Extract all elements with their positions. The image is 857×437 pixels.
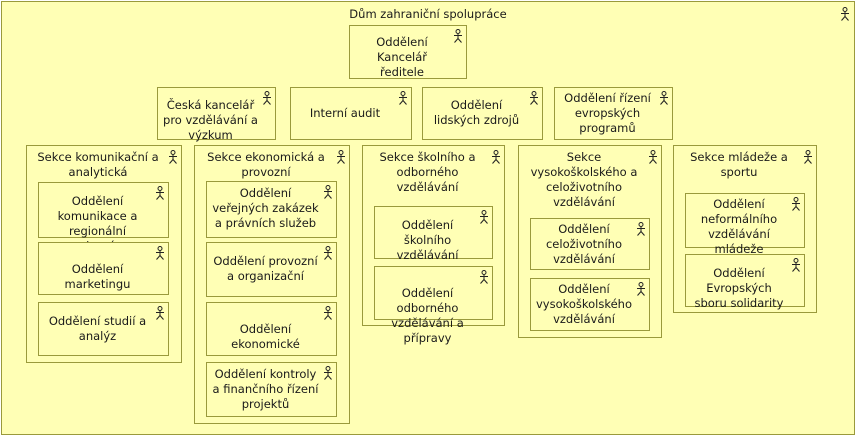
actor-icon [323,306,333,320]
eu-programs-label: Oddělení řízení evropských programů [564,91,651,135]
unit-label: Oddělení veřejných zakázek a právních sl… [212,186,319,230]
section-youth-label: Sekce mládeže a sportu [690,150,788,179]
internal-audit-box[interactable]: Interní audit [290,87,412,140]
actor-icon [479,210,489,224]
unit-lifelong[interactable]: Oddělení celoživotního vzdělávání [530,218,650,270]
unit-economic[interactable]: Oddělení ekonomické [206,302,337,356]
unit-vocational[interactable]: Oddělení odborného vzdělávání a přípravy [374,266,493,345]
unit-label: Oddělení neformálního vzdělávání mládeže [700,197,778,256]
office-director-label: Oddělení Kancelář ředitele [376,35,428,79]
actor-icon [262,91,272,105]
internal-audit-label: Interní audit [309,106,381,120]
unit-label: Oddělení ekonomické [231,322,300,351]
hr-label: Oddělení lidských zdrojů [433,98,520,127]
actor-icon [491,150,501,164]
root-label: Dům zahraniční spolupráce [349,7,507,21]
unit-control[interactable]: Oddělení kontroly a finančního řízení pr… [206,362,337,417]
actor-icon [336,150,346,164]
unit-label: Oddělení kontroly a finančního řízení pr… [212,367,319,411]
unit-marketing[interactable]: Oddělení marketingu [38,242,169,295]
unit-operations[interactable]: Oddělení provozní a organizační [206,242,337,297]
czech-office-label: Česká kancelář pro vzdělávání a výzkum [163,98,258,142]
eu-programs-box[interactable]: Oddělení řízení evropských programů [554,87,673,140]
unit-label: Oddělení školního vzdělávání [396,218,459,262]
actor-icon [791,197,801,211]
actor-icon [155,186,165,200]
unit-communication[interactable]: Oddělení komunikace a regionální spolupr… [38,182,169,253]
actor-icon [659,91,669,105]
actor-icon [323,366,333,380]
actor-icon [453,29,463,43]
office-director-box[interactable]: Oddělení Kancelář ředitele [349,25,467,79]
actor-icon [636,222,646,236]
unit-label: Oddělení marketingu [64,262,131,291]
section-school-label: Sekce školního a odborného vzdělávání [379,150,476,194]
unit-nonformal[interactable]: Oddělení neformálního vzdělávání mládeže [685,193,805,256]
actor-icon [323,185,333,199]
section-higher-label: Sekce vysokoškolského a celoživotního vz… [530,150,638,209]
unit-label: Oddělení vysokoškolského vzdělávání [535,282,633,326]
actor-icon [529,91,539,105]
actor-icon [803,150,813,164]
actor-icon [479,270,489,284]
actor-icon [168,150,178,164]
unit-studies[interactable]: Oddělení studií a analýz [38,302,169,356]
actor-icon [398,91,408,105]
section-communication-label: Sekce komunikační a analytická [37,150,159,179]
unit-label: Oddělení provozní a organizační [213,254,318,283]
unit-label: Oddělení Evropských sboru solidarity [694,266,784,310]
actor-icon [648,150,658,164]
unit-procurement[interactable]: Oddělení veřejných zakázek a právních sl… [206,181,337,238]
hr-box[interactable]: Oddělení lidských zdrojů [422,87,543,140]
unit-school[interactable]: Oddělení školního vzdělávání [374,206,493,262]
actor-icon [155,306,165,320]
unit-solidarity[interactable]: Oddělení Evropských sboru solidarity [685,254,805,310]
czech-office-box[interactable]: Česká kancelář pro vzdělávání a výzkum [157,87,276,142]
unit-label: Oddělení odborného vzdělávání a přípravy [391,286,464,345]
unit-label: Oddělení celoživotního vzdělávání [545,222,623,266]
actor-icon [155,246,165,260]
actor-icon [840,7,850,21]
actor-icon [636,282,646,296]
actor-icon [323,246,333,260]
section-economic-label: Sekce ekonomická a provozní [207,150,325,179]
unit-university[interactable]: Oddělení vysokoškolského vzdělávání [530,278,650,331]
actor-icon [791,258,801,272]
unit-label: Oddělení studií a analýz [48,314,147,343]
